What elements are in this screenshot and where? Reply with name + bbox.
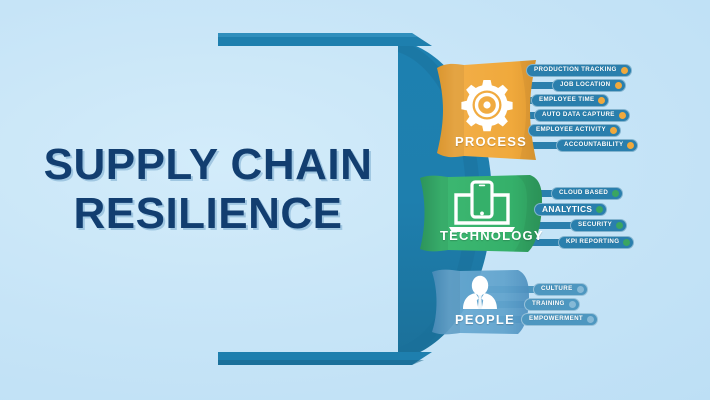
- bullet-technology-security[interactable]: SECURITY: [570, 219, 628, 232]
- bullet-process-employee-activity[interactable]: EMPLOYEE ACTIVITY: [528, 124, 622, 137]
- bullet-dot-icon: [587, 316, 595, 323]
- bullet-label: JOB LOCATION: [560, 81, 611, 89]
- page-title: SUPPLY CHAIN RESILIENCE: [18, 140, 398, 239]
- bullet-label: SECURITY: [578, 221, 613, 229]
- bullet-process-accountability[interactable]: ACCOUNTABILITY: [556, 139, 639, 152]
- bullet-label: EMPLOYEE TIME: [539, 96, 595, 104]
- bullet-label: KPI REPORTING: [566, 238, 620, 246]
- bullet-dot-icon: [612, 190, 620, 197]
- bullet-technology-cloud-based[interactable]: CLOUD BASED: [551, 187, 624, 200]
- bullet-dot-icon: [610, 127, 618, 134]
- bullet-people-training[interactable]: TRAINING: [524, 298, 580, 311]
- bullet-dot-icon: [598, 97, 606, 104]
- bullet-label: ANALYTICS: [542, 204, 593, 215]
- gear-icon: [461, 80, 513, 132]
- panel-caption-technology: TECHNOLOGY: [440, 228, 544, 243]
- panel-caption-people: PEOPLE: [455, 312, 515, 327]
- bullet-label: TRAINING: [532, 300, 565, 308]
- bullet-process-production-tracking[interactable]: PRODUCTION TRACKING: [526, 64, 632, 77]
- bullet-process-job-location[interactable]: JOB LOCATION: [552, 79, 626, 92]
- bullet-label: CLOUD BASED: [559, 189, 609, 197]
- bullet-label: AUTO DATA CAPTURE: [542, 111, 615, 119]
- bullet-dot-icon: [623, 239, 631, 246]
- bullet-label: EMPOWERMENT: [529, 315, 584, 323]
- bullet-people-culture[interactable]: CULTURE: [533, 283, 588, 296]
- bullet-label: ACCOUNTABILITY: [564, 141, 624, 149]
- bullet-dot-icon: [614, 82, 622, 89]
- bullet-technology-analytics[interactable]: ANALYTICS: [534, 203, 608, 216]
- panel-caption-process: PROCESS: [455, 134, 527, 149]
- bullet-label: PRODUCTION TRACKING: [534, 66, 617, 74]
- laptop-phone-icon: [449, 180, 515, 232]
- bullet-dot-icon: [616, 222, 624, 229]
- bullet-dot-icon: [568, 301, 576, 308]
- bullet-dot-icon: [596, 206, 604, 213]
- bullet-dot-icon: [618, 112, 626, 119]
- bullet-technology-kpi-reporting[interactable]: KPI REPORTING: [558, 236, 635, 249]
- person-businessman-icon: [463, 275, 497, 309]
- title-line-2: RESILIENCE: [73, 189, 343, 239]
- bullet-process-auto-data-capture[interactable]: AUTO DATA CAPTURE: [534, 109, 630, 122]
- bullet-label: EMPLOYEE ACTIVITY: [536, 126, 607, 134]
- bullet-label: CULTURE: [541, 285, 573, 293]
- bullet-process-employee-time[interactable]: EMPLOYEE TIME: [531, 94, 610, 107]
- title-line-1: SUPPLY CHAIN: [43, 140, 373, 189]
- panel-process[interactable]: [437, 60, 536, 160]
- bullet-people-empowerment[interactable]: EMPOWERMENT: [521, 313, 599, 326]
- bullet-dot-icon: [576, 286, 584, 293]
- bullet-dot-icon: [627, 142, 635, 149]
- bullet-dot-icon: [620, 67, 628, 74]
